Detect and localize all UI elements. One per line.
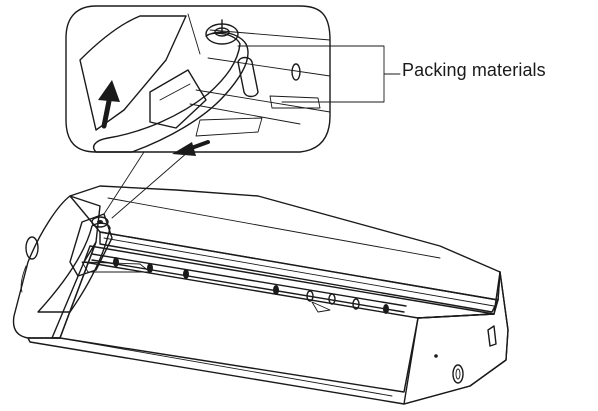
carriage-knob bbox=[91, 216, 109, 228]
cutter-machine bbox=[12, 185, 509, 405]
callout-frame bbox=[65, 5, 331, 153]
packing-materials-label: Packing materials bbox=[402, 60, 546, 80]
top-cover bbox=[99, 231, 499, 313]
arrow-up-icon bbox=[98, 80, 120, 129]
label-bracket bbox=[237, 45, 401, 103]
packing-tape-main bbox=[37, 222, 111, 313]
power-socket bbox=[452, 364, 464, 384]
grit-roller-shaft bbox=[91, 253, 407, 313]
left-knob bbox=[25, 236, 39, 260]
arrow-down-left-icon bbox=[172, 140, 210, 156]
right-end-cap bbox=[403, 271, 509, 405]
zoom-callout bbox=[65, 5, 331, 219]
callout-pointer bbox=[103, 151, 189, 219]
side-switch bbox=[487, 325, 497, 347]
front-panel bbox=[51, 241, 97, 339]
indicator-dot bbox=[434, 354, 438, 358]
front-base bbox=[27, 271, 509, 405]
pinch-rollers bbox=[113, 257, 389, 314]
packing-tape-callout bbox=[92, 31, 249, 153]
